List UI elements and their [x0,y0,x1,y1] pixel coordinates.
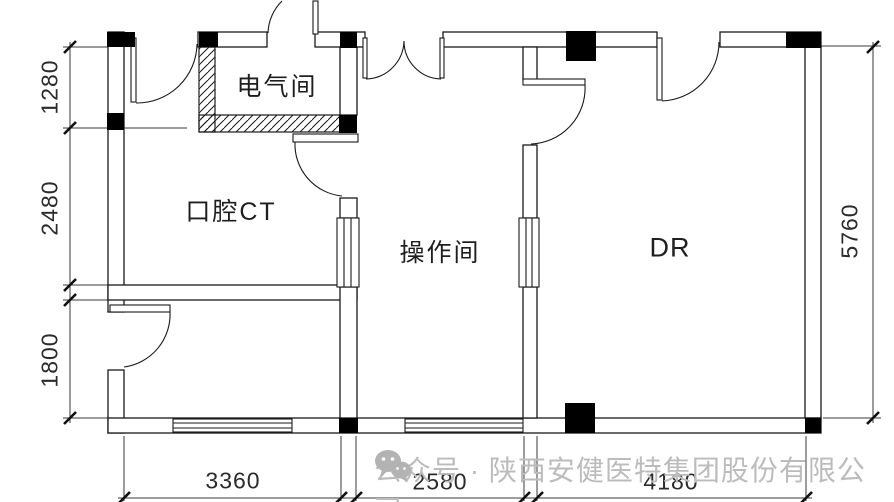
room-label-electrical: 电气间 [236,73,318,101]
watermark: 公众号 · 陕西安健医特集团股份有限公司 [374,449,894,502]
dimension-label-bottom-left: 3360 [205,467,261,494]
dimension-ticks [63,40,880,502]
room-label-dr: DR [649,232,691,263]
window-ct-control [336,217,360,288]
door-electrical-exterior [267,0,319,35]
wechat-icon [375,450,411,482]
window-control-dr [518,217,540,288]
room-label-control: 操作间 [399,239,481,267]
door-electrical-ct [292,133,359,197]
columns [107,31,821,433]
dimension-label-left-top: 1280 [36,59,63,115]
watermark-text: 公众号 · 陕西安健医特集团股份有限公司 [374,455,866,502]
window-bottom-left [172,418,293,433]
door-dr-top [656,37,720,102]
dimension-label-bottom-right: 4180 [643,468,699,495]
windows [172,217,540,433]
dimension-label-right: 5760 [836,203,863,259]
window-bottom-control [404,418,524,433]
door-control-dr [522,78,586,145]
room-label-dental-ct: 口腔CT [185,198,277,226]
dimension-label-left-bottom: 1800 [36,332,63,388]
dimension-label-left-middle: 2480 [36,180,63,236]
door-ct-top [130,37,198,104]
door-lower-left [109,304,171,368]
doors [109,0,720,368]
dimension-label-bottom-middle: 2580 [412,468,468,495]
door-double-control [362,37,445,80]
